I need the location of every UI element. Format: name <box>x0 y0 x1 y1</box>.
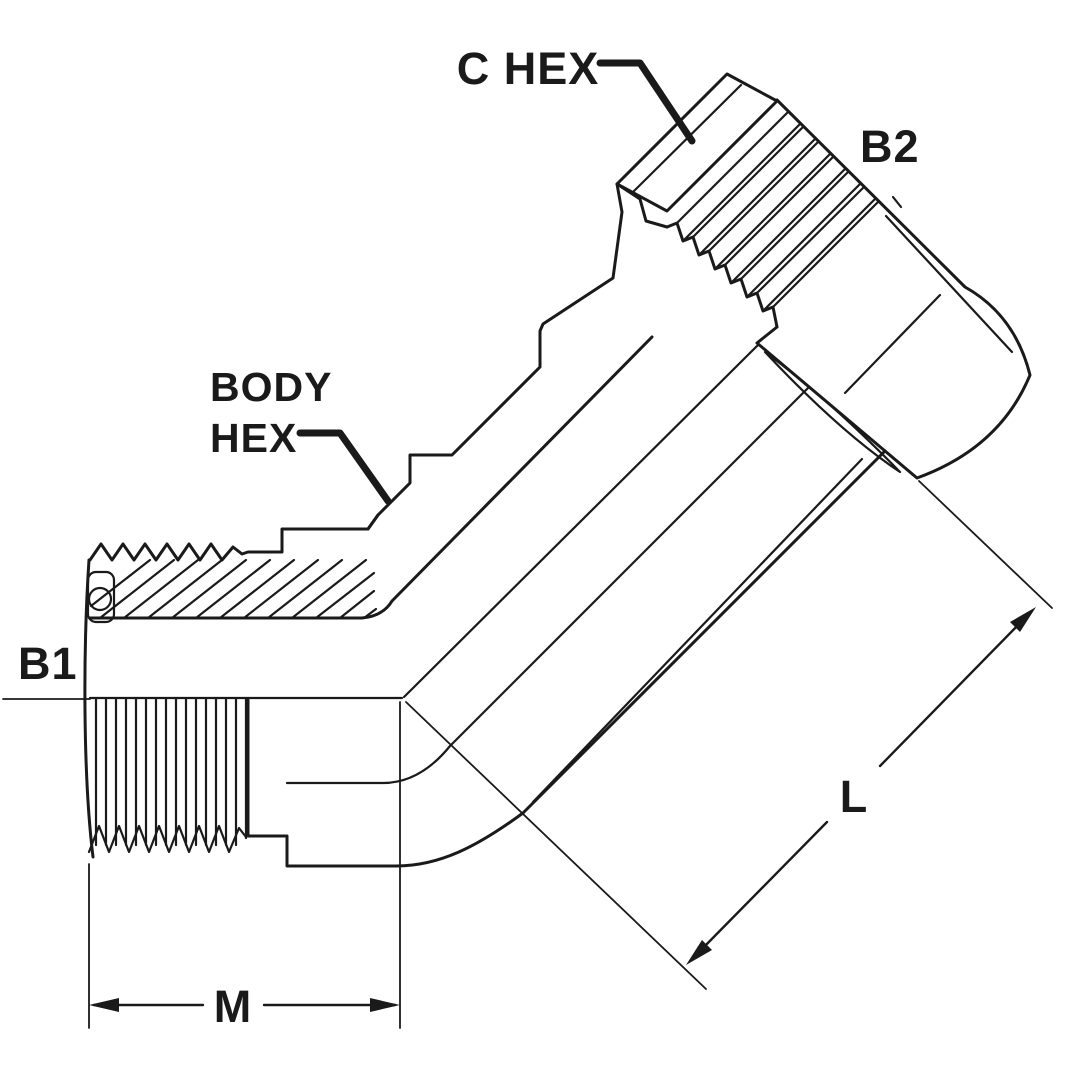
swivel-thread-band <box>665 110 903 329</box>
m-arrow-left <box>89 998 119 1012</box>
o-ring-seal <box>87 586 113 612</box>
nut-outline <box>755 98 1032 480</box>
m-arrow-right <box>370 998 400 1012</box>
l-arrow-lower <box>686 940 712 965</box>
m-dimension-label: M <box>214 981 253 1032</box>
swivel-nut <box>755 98 1032 480</box>
nut-facet-line <box>884 214 1014 354</box>
c-hex-leader <box>596 59 696 145</box>
nut-front-lip-arcs <box>763 350 902 474</box>
male-thread-lines <box>94 697 248 847</box>
b2-label: B2 <box>860 121 920 172</box>
port-inner-top-edge <box>88 335 654 620</box>
dimension-l <box>405 480 1053 990</box>
thread-band-corner-tick <box>891 195 903 209</box>
l-dimension-label: L <box>840 771 869 822</box>
collar-step <box>615 182 669 229</box>
b1-label: B1 <box>18 638 78 689</box>
port-bottom-thread-profile <box>87 824 248 854</box>
body-hex-label-line1: BODY <box>210 364 332 410</box>
body-hatch-lines <box>89 558 378 620</box>
l-extension-upper <box>918 480 1053 609</box>
l-dimension-line <box>698 619 1024 953</box>
c-hex-label: C HEX <box>457 43 600 94</box>
thread-band-lines <box>675 110 881 313</box>
body-hex-label-line2: HEX <box>210 415 297 461</box>
port-lower-mid-edge <box>285 385 811 785</box>
o-ring <box>86 570 116 624</box>
collar-outline <box>615 72 779 213</box>
port-top-thread-profile <box>88 513 380 562</box>
body-hex-steps <box>366 182 624 531</box>
labels: C HEX B2 BODY HEX B1 M L <box>18 43 920 1032</box>
body-hex-leader <box>296 429 392 505</box>
l-arrow-upper <box>1010 607 1036 632</box>
branch-bore-line <box>402 343 760 699</box>
nut-axis-facet-line <box>843 293 942 395</box>
o-ring-groove <box>86 570 116 624</box>
dimension-m <box>88 701 401 1029</box>
branch-tube <box>366 182 864 804</box>
port-bottom-outline <box>246 449 887 868</box>
branch-lower-inner-line <box>531 457 864 804</box>
nut-bottom-arc <box>883 449 919 480</box>
leader-lines <box>296 59 696 505</box>
l-extension-lower <box>405 701 707 990</box>
